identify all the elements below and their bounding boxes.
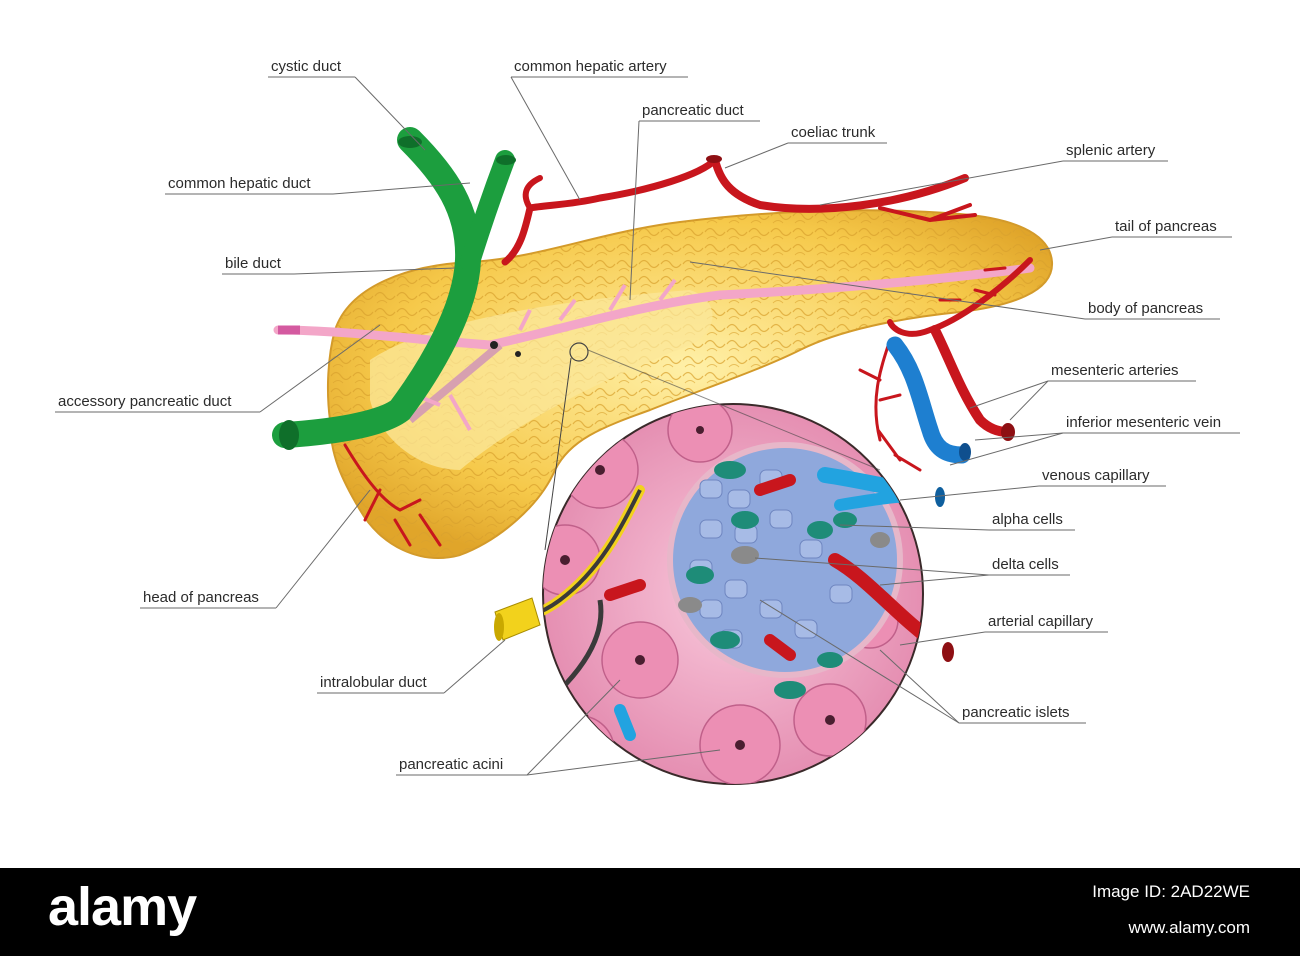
label-bile-duct-text: bile duct [225, 255, 282, 272]
label-intralobular-duct: intralobular duct [317, 639, 506, 694]
label-splenic-artery-text: splenic artery [1066, 142, 1156, 159]
label-venous-capillary: venous capillary [899, 467, 1166, 501]
label-pancreatic-duct-text: pancreatic duct [642, 102, 745, 119]
alamy-logo: alamy [48, 877, 197, 937]
label-coeliac-trunk-text: coeliac trunk [791, 124, 876, 141]
label-common-hepatic-duct: common hepatic duct [165, 175, 471, 195]
label-common-hepatic-duct-text: common hepatic duct [168, 175, 311, 192]
bile-duct-system [272, 127, 516, 450]
label-cystic-duct-text: cystic duct [271, 58, 342, 75]
magnified-islet-view [494, 403, 954, 785]
label-mesenteric-arteries: mesenteric arteries [969, 362, 1196, 421]
label-head-of-pancreas: head of pancreas [140, 489, 371, 609]
label-alpha-cells: alpha cells [839, 511, 1075, 531]
pancreatic-duct-shape [273, 263, 1035, 431]
label-cystic-duct: cystic duct [268, 58, 426, 151]
label-mesenteric-arteries-text: mesenteric arteries [1051, 362, 1179, 379]
image-id-text: Image ID: 2AD22WE [1092, 882, 1250, 901]
label-delta-cells-text: delta cells [992, 556, 1059, 573]
label-accessory-pancreatic-duct-text: accessory pancreatic duct [58, 393, 232, 410]
label-delta-cells: delta cells [754, 556, 1070, 586]
label-accessory-pancreatic-duct: accessory pancreatic duct [55, 324, 381, 413]
label-venous-capillary-text: venous capillary [1042, 467, 1150, 484]
watermark-bar: alamy Image ID: 2AD22WE www.alamy.com [0, 868, 1300, 956]
label-tail-of-pancreas: tail of pancreas [1039, 218, 1232, 251]
label-pancreatic-duct: pancreatic duct [629, 102, 760, 301]
label-tail-of-pancreas-text: tail of pancreas [1115, 218, 1217, 235]
label-inferior-mesenteric-vein: inferior mesenteric vein [949, 414, 1240, 466]
label-common-hepatic-artery-text: common hepatic artery [514, 58, 667, 75]
label-arterial-capillary-text: arterial capillary [988, 613, 1094, 630]
label-alpha-cells-text: alpha cells [992, 511, 1063, 528]
label-pancreatic-acini-text: pancreatic acini [399, 756, 503, 773]
label-head-of-pancreas-text: head of pancreas [143, 589, 259, 606]
label-common-hepatic-artery: common hepatic artery [510, 58, 688, 201]
label-arterial-capillary: arterial capillary [899, 613, 1108, 646]
inferior-mesenteric-vein-shape [886, 336, 971, 464]
label-pancreatic-islets: pancreatic islets [759, 599, 1086, 724]
label-pancreatic-islets-text: pancreatic islets [962, 704, 1070, 721]
label-bile-duct: bile duct [222, 255, 456, 275]
label-coeliac-trunk: coeliac trunk [724, 124, 887, 169]
label-intralobular-duct-text: intralobular duct [320, 674, 428, 691]
magnification-indicator [544, 342, 881, 551]
arteries [343, 155, 1033, 547]
label-splenic-artery: splenic artery [819, 142, 1168, 206]
label-inferior-mesenteric-vein-text: inferior mesenteric vein [1066, 414, 1221, 431]
label-pancreatic-acini: pancreatic acini [396, 679, 721, 776]
site-url-text: www.alamy.com [1128, 918, 1250, 937]
label-body-of-pancreas-text: body of pancreas [1088, 300, 1203, 317]
label-body-of-pancreas: body of pancreas [689, 261, 1220, 320]
